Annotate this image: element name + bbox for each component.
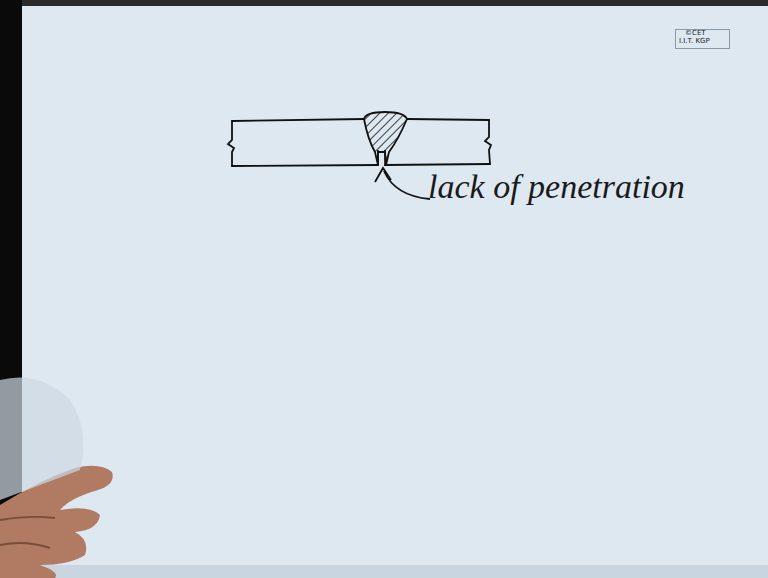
logo-text: ©CET <box>685 29 706 37</box>
arrow-head <box>375 168 391 182</box>
logo-text: I.I.T. KGP <box>679 37 710 45</box>
dark-edge <box>22 0 768 6</box>
weld-bead <box>364 112 407 165</box>
hand <box>0 378 113 578</box>
plate <box>228 119 491 166</box>
paper-edge <box>22 565 768 578</box>
callout-text: lack of penetration <box>428 168 685 206</box>
root-gap <box>378 150 385 166</box>
leader-arrow <box>384 171 430 199</box>
